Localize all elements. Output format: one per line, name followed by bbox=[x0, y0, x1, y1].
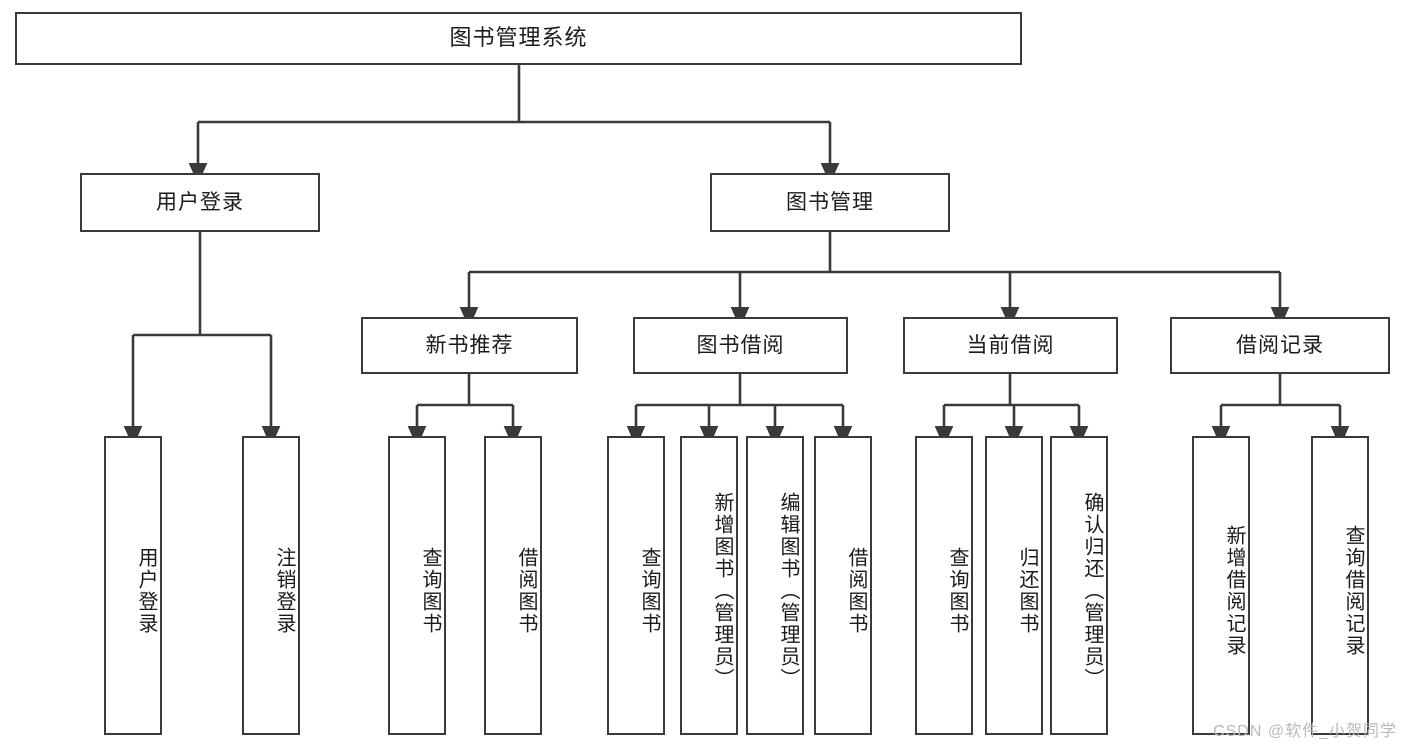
node-leaf-return-book[interactable]: 归还图书 bbox=[985, 436, 1043, 735]
node-label: 借阅图书 bbox=[515, 546, 537, 635]
node-leaf-add-borrow-record[interactable]: 新增借阅记录 bbox=[1192, 436, 1250, 735]
node-leaf-edit-book-admin[interactable]: 编辑图书（管理员） bbox=[746, 436, 804, 735]
node-label: 归还图书 bbox=[1016, 546, 1038, 635]
node-label: 确认归还（管理员） bbox=[1081, 491, 1103, 690]
node-new-book-recommend[interactable]: 新书推荐 bbox=[361, 317, 578, 374]
node-label: 图书管理系统 bbox=[449, 25, 588, 51]
node-leaf-query-borrow-record[interactable]: 查询借阅记录 bbox=[1311, 436, 1369, 735]
node-label: 新增图书（管理员） bbox=[711, 491, 733, 690]
node-leaf-borrow-book-recommend[interactable]: 借阅图书 bbox=[484, 436, 542, 735]
node-leaf-query-book-current[interactable]: 查询图书 bbox=[915, 436, 973, 735]
node-label: 新书推荐 bbox=[425, 333, 514, 357]
node-label: 新增借阅记录 bbox=[1223, 524, 1245, 657]
node-leaf-query-book-recommend[interactable]: 查询图书 bbox=[388, 436, 446, 735]
node-label: 借阅记录 bbox=[1236, 333, 1324, 357]
node-leaf-query-book-borrow[interactable]: 查询图书 bbox=[607, 436, 665, 735]
node-leaf-confirm-return-admin[interactable]: 确认归还（管理员） bbox=[1050, 436, 1108, 735]
csdn-watermark: CSDN @软件_小贺同学 bbox=[1213, 723, 1397, 740]
node-label: 用户登录 bbox=[135, 546, 157, 635]
node-label: 用户登录 bbox=[156, 190, 244, 214]
node-label: 图书借阅 bbox=[696, 333, 785, 357]
node-current-borrow[interactable]: 当前借阅 bbox=[903, 317, 1118, 374]
node-root-system[interactable]: 图书管理系统 bbox=[15, 12, 1022, 65]
node-label: 编辑图书（管理员） bbox=[777, 491, 799, 690]
node-user-login[interactable]: 用户登录 bbox=[80, 173, 320, 232]
node-label: 查询借阅记录 bbox=[1342, 524, 1364, 657]
node-label: 查询图书 bbox=[638, 546, 660, 635]
node-label: 当前借阅 bbox=[966, 333, 1055, 357]
node-label: 查询图书 bbox=[946, 546, 968, 635]
node-label: 图书管理 bbox=[786, 190, 874, 214]
node-label: 查询图书 bbox=[419, 546, 441, 635]
node-book-manage[interactable]: 图书管理 bbox=[710, 173, 950, 232]
node-leaf-add-book-admin[interactable]: 新增图书（管理员） bbox=[680, 436, 738, 735]
node-leaf-borrow-book[interactable]: 借阅图书 bbox=[814, 436, 872, 735]
node-borrow-record[interactable]: 借阅记录 bbox=[1170, 317, 1390, 374]
node-label: 借阅图书 bbox=[845, 546, 867, 635]
node-label: 注销登录 bbox=[273, 546, 295, 635]
node-leaf-user-login[interactable]: 用户登录 bbox=[104, 436, 162, 735]
node-book-borrow[interactable]: 图书借阅 bbox=[633, 317, 848, 374]
node-leaf-user-logout[interactable]: 注销登录 bbox=[242, 436, 300, 735]
